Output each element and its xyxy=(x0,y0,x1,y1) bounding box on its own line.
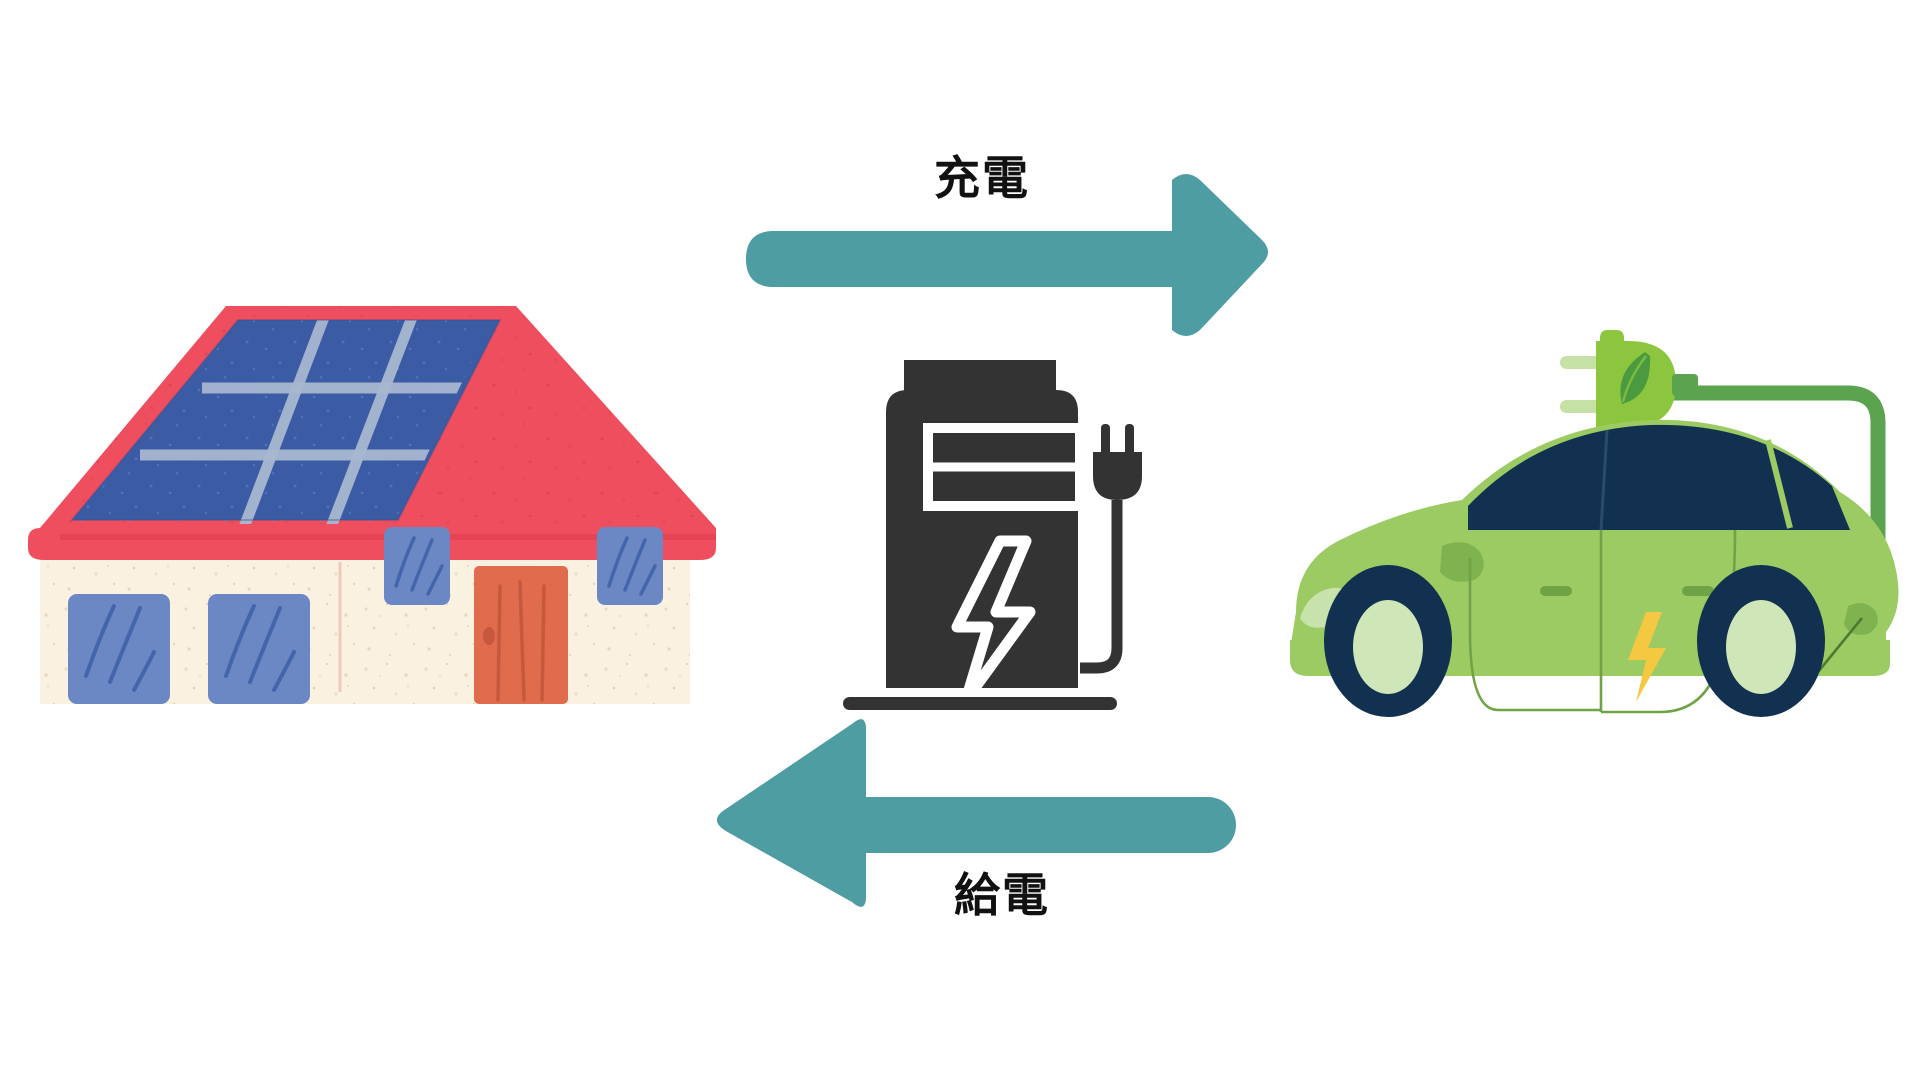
station-ground-line xyxy=(843,697,1117,710)
rear-window-divider xyxy=(1765,439,1793,529)
house-window xyxy=(384,527,450,605)
house-window xyxy=(208,594,310,704)
arrow-label-power-supply: 給電 xyxy=(954,868,1050,922)
rear-wheel xyxy=(1697,565,1825,717)
eco-plug-icon xyxy=(1560,330,1698,434)
side-mirror xyxy=(1440,542,1484,582)
car-windows xyxy=(1468,424,1850,530)
door-handle xyxy=(1540,586,1572,596)
door-handle xyxy=(1682,586,1714,596)
arrow-charging xyxy=(746,174,1268,336)
station-plug-icon xyxy=(1080,424,1142,674)
window-pillar xyxy=(1599,429,1609,531)
house-window xyxy=(68,594,170,704)
front-wheel xyxy=(1324,565,1452,717)
station-screen xyxy=(923,423,1085,511)
house-window xyxy=(597,527,663,605)
arrow-power-supply xyxy=(717,719,1236,907)
charge-port-line xyxy=(1816,617,1864,673)
station-top-cap xyxy=(904,360,1056,394)
car-bolt-badge xyxy=(1628,612,1666,702)
solar-panel-array xyxy=(69,319,502,524)
house-door xyxy=(474,566,568,704)
lightning-bolt-icon xyxy=(951,535,1036,706)
arrow-label-charging: 充電 xyxy=(934,151,1030,205)
